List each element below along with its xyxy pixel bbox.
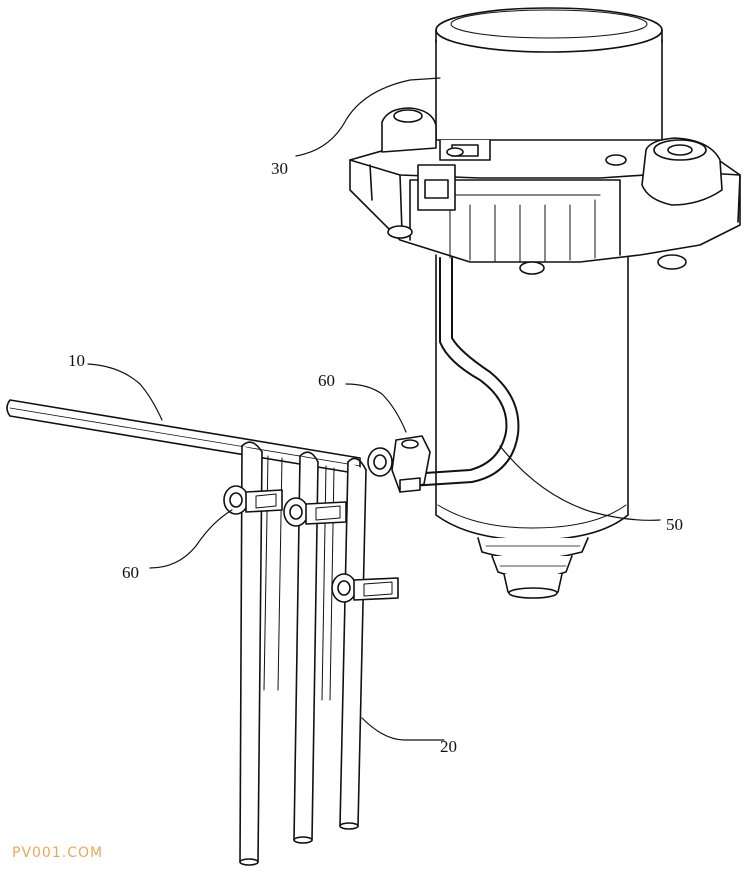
label-60-top: 60 xyxy=(318,371,335,390)
reservoir-unit xyxy=(349,7,741,599)
bottom-nozzle xyxy=(477,537,589,599)
label-20: 20 xyxy=(440,737,457,756)
clamp-3 xyxy=(331,573,399,603)
vertical-rods xyxy=(239,441,367,866)
leader-30 xyxy=(295,77,441,157)
leader-20 xyxy=(361,717,445,741)
mounting-flange xyxy=(349,139,741,275)
leader-60-left xyxy=(149,509,233,569)
right-boss xyxy=(641,137,723,206)
watermark: PV001.COM xyxy=(12,845,104,861)
lower-cylinder xyxy=(435,254,629,541)
leader-50 xyxy=(499,445,661,521)
leader-10 xyxy=(87,363,163,421)
label-30: 30 xyxy=(271,159,288,178)
clamp-1 xyxy=(223,485,283,515)
clamp-2 xyxy=(283,497,347,527)
leader-lines xyxy=(87,77,661,741)
clamp-top xyxy=(367,435,431,493)
upper-cap xyxy=(435,7,663,151)
connecting-pipe xyxy=(409,257,520,487)
label-10: 10 xyxy=(68,351,85,370)
label-50: 50 xyxy=(666,515,683,534)
label-60-left: 60 xyxy=(122,563,139,582)
reference-numerals: 30 10 60 60 50 20 xyxy=(68,159,683,756)
left-boss xyxy=(381,107,437,153)
leader-60-top xyxy=(345,383,407,433)
